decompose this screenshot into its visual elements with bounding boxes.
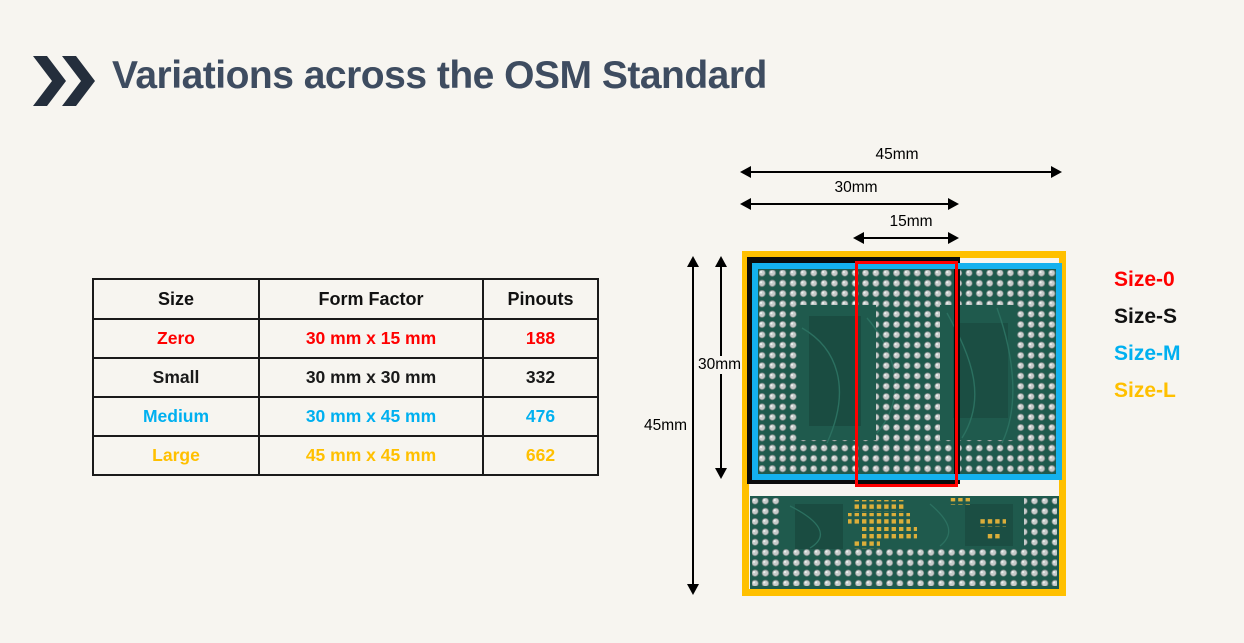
header-size: Size [92,278,260,320]
legend-size-s: Size-S [1114,305,1178,328]
dim-label-30mm-top: 30mm [834,179,878,196]
table-row: Large 45 mm x 45 mm 662 [92,435,599,476]
arrowhead [687,256,699,267]
cell-pinouts: 332 [482,357,599,398]
cell-form-factor: 45 mm x 45 mm [258,435,484,476]
header-pinouts: Pinouts [482,278,599,320]
dim-label-45mm-top: 45mm [875,146,919,163]
cell-size: Large [92,435,260,476]
arrowhead [715,468,727,479]
header-form-factor: Form Factor [258,278,484,320]
pcb-photo-bottom [750,496,1059,589]
size-l-outline [742,251,1066,596]
dim-arrow-15mm-top [853,232,959,244]
arrowhead [948,232,959,244]
arrowhead [853,232,864,244]
dim-arrow-30mm-top [740,198,959,210]
dim-label-30mm-left: 30mm [697,356,742,374]
cell-pinouts: 188 [482,318,599,359]
cell-pinouts: 476 [482,396,599,437]
arrowhead [740,166,751,178]
dim-arrow-45mm-top [740,166,1062,178]
legend-size-0: Size-0 [1114,268,1175,291]
cell-form-factor: 30 mm x 45 mm [258,396,484,437]
arrowhead [687,584,699,595]
arrowhead [948,198,959,210]
dim-label-45mm-left: 45mm [643,417,688,435]
table-row: Zero 30 mm x 15 mm 188 [92,318,599,359]
legend-size-l: Size-L [1114,379,1176,402]
cell-form-factor: 30 mm x 30 mm [258,357,484,398]
cell-size: Zero [92,318,260,359]
cell-size: Small [92,357,260,398]
dim-arrow-45mm-left [687,256,699,595]
table-header-row: Size Form Factor Pinouts [92,278,599,320]
size-0-outline [855,261,958,487]
page-title: Variations across the OSM Standard [112,54,767,97]
legend-size-m: Size-M [1114,342,1181,365]
cell-form-factor: 30 mm x 15 mm [258,318,484,359]
osm-size-table: Size Form Factor Pinouts Zero 30 mm x 15… [92,278,599,476]
dim-label-15mm-top: 15mm [889,213,933,230]
arrowhead [715,256,727,267]
pcb-photo-top [757,268,1058,476]
table-row: Small 30 mm x 30 mm 332 [92,357,599,398]
cell-size: Medium [92,396,260,437]
cell-pinouts: 662 [482,435,599,476]
size-m-outline [752,263,1062,480]
double-chevron-right-icon [33,56,95,106]
arrowhead [1051,166,1062,178]
arrowhead [740,198,751,210]
table-row: Medium 30 mm x 45 mm 476 [92,396,599,437]
